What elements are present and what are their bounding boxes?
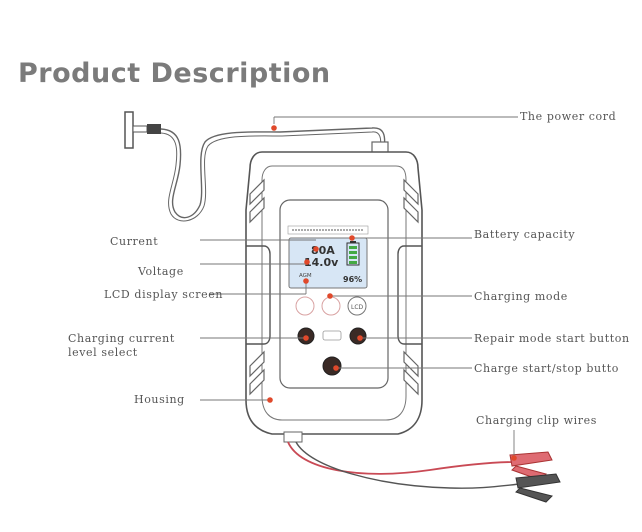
leader-lines: [200, 116, 518, 458]
label-start-stop-button: Charge start/stop butto: [474, 362, 619, 375]
label-voltage: Voltage: [138, 265, 184, 278]
plug-icon: [124, 111, 134, 149]
lcd-mode-indicator: [347, 296, 367, 316]
lcd-mode-readout: AGM: [299, 273, 312, 279]
label-lcd-screen: LCD display screen: [104, 288, 224, 301]
label-power-cord: The power cord: [520, 110, 617, 123]
mode-indicator-1: [295, 296, 315, 316]
label-charging-current-select: Charging current level select: [68, 332, 175, 359]
page-title: Product Description: [18, 58, 331, 89]
lcd-percent-readout: 96%: [343, 275, 362, 284]
label-charging-mode: Charging mode: [474, 290, 568, 303]
label-housing: Housing: [134, 393, 185, 406]
center-indicator: [322, 330, 342, 341]
label-clip-wires: Charging clip wires: [476, 414, 597, 427]
svg-text:LCD: LCD: [351, 304, 364, 311]
mode-indicator-2: [321, 296, 341, 316]
power-cord: [160, 127, 386, 219]
red-clip-icon: [509, 451, 553, 481]
repair-mode-button[interactable]: [349, 327, 367, 345]
start-stop-button[interactable]: [322, 356, 342, 376]
black-clip-wire: [295, 441, 521, 489]
label-repair-button: Repair mode start button: [474, 332, 630, 345]
lcd-voltage-readout: 14.0v: [304, 256, 339, 269]
battery-icon: [346, 241, 360, 266]
callout-dots: [267, 125, 517, 461]
black-clip-icon: [515, 473, 561, 503]
label-battery-capacity: Battery capacity: [474, 228, 576, 241]
red-clip-wire: [287, 441, 517, 475]
label-current: Current: [110, 235, 159, 248]
right-vent-slots: [403, 178, 419, 396]
left-vent-slots: [249, 178, 265, 396]
plug-connector: [147, 124, 161, 134]
